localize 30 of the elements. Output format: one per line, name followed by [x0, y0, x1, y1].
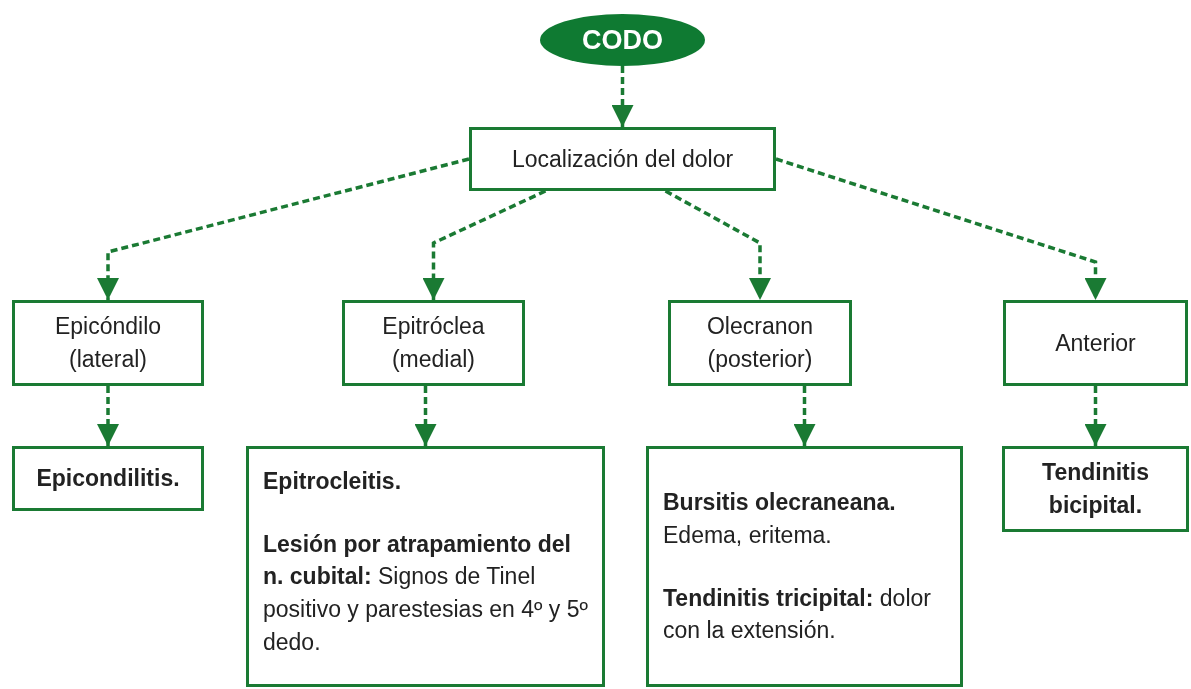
- node-text: Epicondilitis.: [35, 464, 181, 494]
- process-box: [12, 300, 204, 386]
- arrow: [414, 386, 437, 446]
- node-text: Tendinitis tricipital: dolor con la extensión.: [663, 583, 932, 646]
- arrow: [793, 386, 816, 446]
- process-box: [1003, 300, 1188, 386]
- result-box: [1002, 446, 1189, 532]
- node-text: Tendinitis bicipital.: [1041, 458, 1150, 520]
- result-box: [246, 446, 605, 687]
- heading-text: Epitrocleitis.: [263, 467, 403, 496]
- arrow: [97, 386, 119, 446]
- process-box: [668, 300, 852, 386]
- node-text: Bursitis olecraneana. Edema, eritema.: [663, 488, 897, 550]
- arrow: [611, 66, 634, 127]
- arrow: [664, 189, 771, 300]
- node-text: Epicóndilo (lateral): [53, 312, 163, 374]
- node-text: Anterior: [1054, 328, 1137, 358]
- arrow: [1084, 386, 1107, 446]
- result-box: [646, 446, 963, 687]
- result-box: [12, 446, 204, 511]
- node-text: Epitróclea (medial): [381, 312, 486, 374]
- arrow: [775, 157, 1107, 300]
- arrow: [422, 189, 547, 300]
- node-text: Lesión por atrapamiento del n. cubital: Signos de Tinel positivo y parestesias en 4º y 5º dedo.: [263, 529, 588, 657]
- node-text: Localización del dolor: [510, 144, 735, 174]
- node-label: CODO: [581, 23, 664, 57]
- arrow: [97, 157, 470, 300]
- process-box: [342, 300, 525, 386]
- process-box: [469, 127, 776, 191]
- node-text: Olecranon (posterior): [705, 312, 815, 374]
